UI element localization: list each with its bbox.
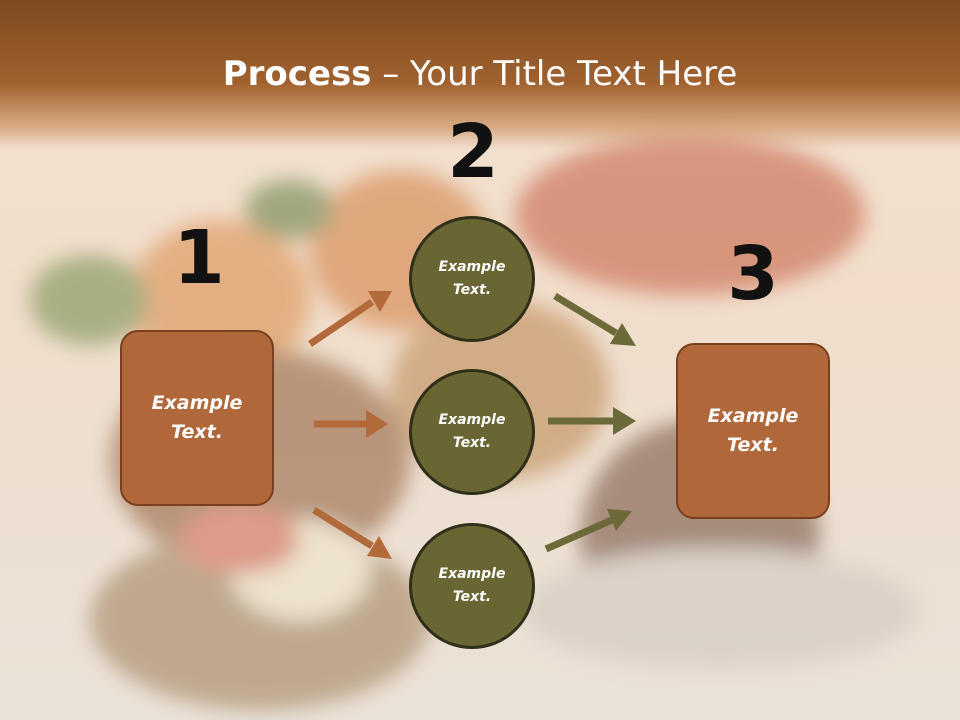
arrow-1-to-2-bottom xyxy=(312,507,392,559)
step-1-box: Example Text. xyxy=(120,330,274,506)
arrow-1-to-2-middle xyxy=(314,410,388,438)
step-3-box: Example Text. xyxy=(676,343,830,519)
step-number-3: 3 xyxy=(727,231,779,317)
title-bold: Process xyxy=(222,54,372,94)
step-2-circle-bottom-text: Example Text. xyxy=(438,566,506,605)
arrow-2-middle-to-3 xyxy=(548,407,636,435)
header-band xyxy=(0,0,960,150)
title-rest: – Your Title Text Here xyxy=(371,54,738,94)
step-2-circle-top: Example Text. xyxy=(409,216,535,342)
step-2-circle-middle-text: Example Text. xyxy=(438,412,506,451)
step-1-text: Example Text. xyxy=(151,392,243,443)
step-2-circle-bottom: Example Text. xyxy=(409,523,535,649)
slide-title: Process – Your Title Text Here xyxy=(0,52,960,96)
step-number-1: 1 xyxy=(173,215,225,301)
step-number-2: 2 xyxy=(447,109,499,195)
step-2-circle-top-text: Example Text. xyxy=(438,259,506,298)
arrow-2-top-to-3 xyxy=(553,293,636,346)
arrow-1-to-2-top xyxy=(308,291,392,347)
step-2-circle-middle: Example Text. xyxy=(409,369,535,495)
arrow-2-bottom-to-3 xyxy=(544,509,632,553)
step-3-text: Example Text. xyxy=(707,405,799,456)
